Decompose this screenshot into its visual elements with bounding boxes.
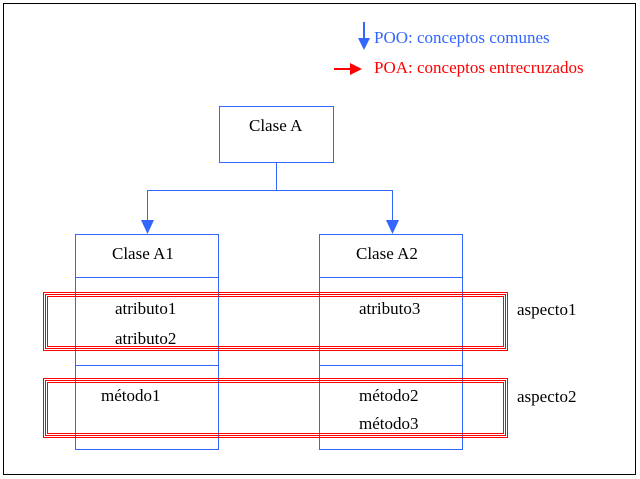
aspect2-label: aspecto2	[517, 387, 577, 406]
class-a2-name: Clase A2	[356, 244, 418, 263]
aspect1-label: aspecto1	[517, 300, 577, 319]
class-a1-box	[75, 234, 219, 450]
class-a2-method: método3	[359, 414, 419, 433]
outer-frame	[3, 3, 636, 475]
class-a-box	[219, 106, 334, 163]
class-a2-method: método2	[359, 386, 419, 405]
legend-poo-label: POO: conceptos comunes	[374, 28, 550, 47]
arrow-to-a1-icon	[141, 220, 154, 234]
class-a1-method: método1	[101, 386, 161, 405]
class-a2-attribute: atributo3	[359, 299, 421, 318]
aspect1-band	[43, 292, 508, 351]
class-a1-attribute: atributo1	[115, 299, 177, 318]
arrow-to-a2-icon	[386, 220, 399, 234]
class-a2-box	[319, 234, 463, 450]
class-a1-attribute: atributo2	[115, 329, 177, 348]
legend-red-arrow-icon	[334, 63, 362, 75]
aspect2-band	[43, 378, 508, 438]
legend-blue-arrow-icon	[358, 22, 370, 50]
legend-poa-label: POA: conceptos entrecruzados	[374, 58, 584, 77]
inheritance-connector	[147, 163, 393, 223]
class-a-name: Clase A	[249, 116, 303, 135]
class-a1-name: Clase A1	[112, 244, 174, 263]
